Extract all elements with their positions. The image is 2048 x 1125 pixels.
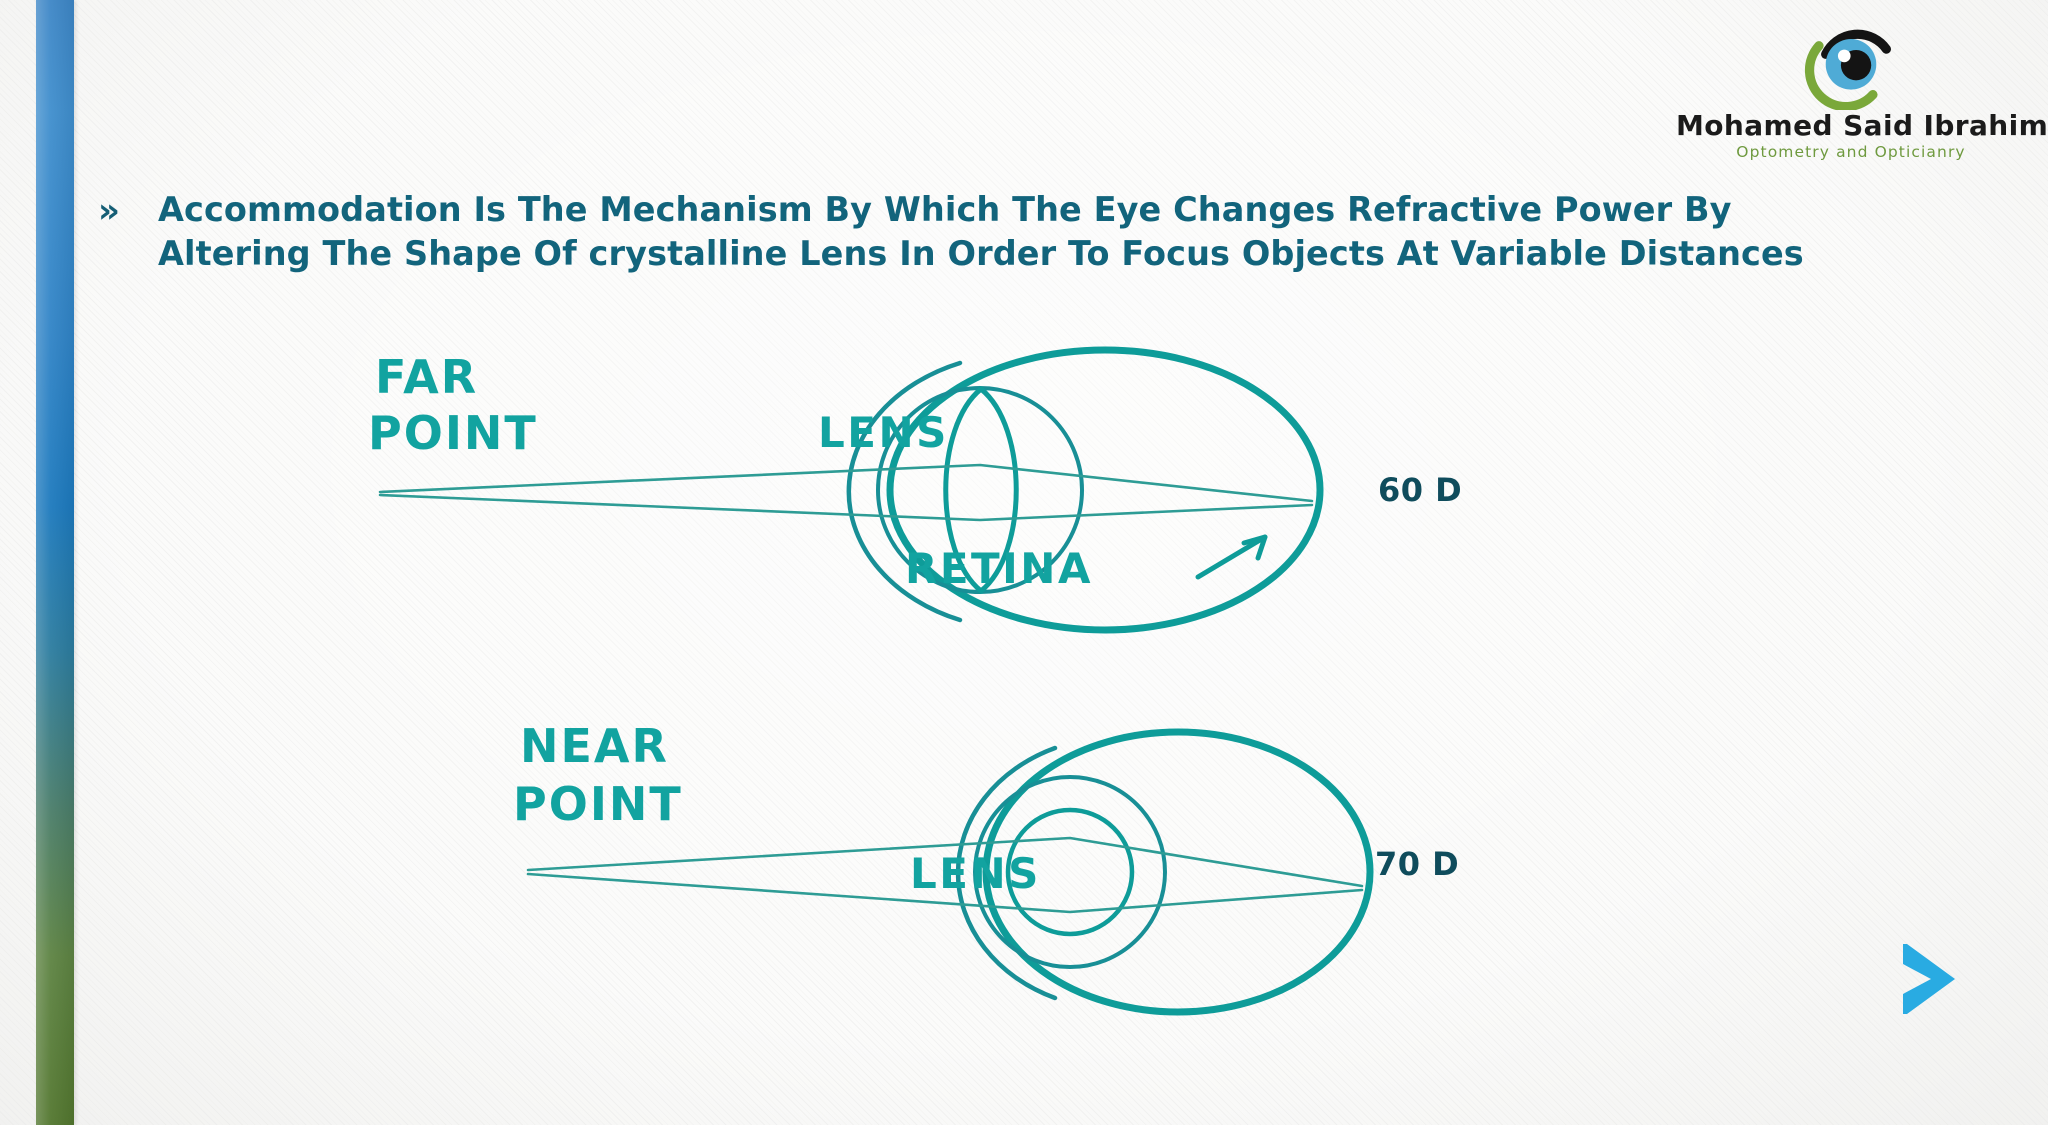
diagram-near-point: NEAR POINT LENS <box>513 719 1374 1016</box>
far-point-label-line1: FAR <box>375 350 478 404</box>
lens-label-near: LENS <box>910 849 1041 898</box>
far-point-label-line2: POINT <box>368 406 538 460</box>
light-ray-upper <box>526 836 1364 888</box>
brand-logo: Mohamed Said Ibrahim Optometry and Optic… <box>1676 22 2048 162</box>
near-point-label-line2: POINT <box>513 777 683 831</box>
near-point-label-line1: NEAR <box>520 719 669 773</box>
eyeball-outline <box>982 728 1374 1016</box>
cornea-arc <box>955 745 1058 1001</box>
lens-label-far: LENS <box>818 408 949 457</box>
eyeball-outline <box>886 346 1324 634</box>
logo-company-name: Mohamed Said Ibrahim <box>1676 109 2048 142</box>
heading-block: » Accommodation Is The Mechanism By Whic… <box>98 188 1898 275</box>
crystalline-lens-round <box>1005 807 1135 937</box>
retina-arrow-shaft <box>1195 534 1268 580</box>
retina-arrow-head <box>1241 534 1268 561</box>
page-title: Accommodation Is The Mechanism By Which … <box>157 190 1804 273</box>
power-label-60d: 60 D <box>1378 471 1463 509</box>
eye-logo-icon <box>1804 29 1892 110</box>
power-label-70d: 70 D <box>1375 845 1460 883</box>
next-slide-chevron-icon[interactable] <box>1897 940 1961 1018</box>
diagram-far-point: FAR POINT LENS RETINA <box>368 346 1324 634</box>
diagram-area: FAR POINT LENS RETINA NEAR <box>0 300 2048 1100</box>
decorative-gradient-bar <box>36 0 74 1125</box>
light-ray-lower <box>526 872 1364 914</box>
crystalline-lens-thin <box>943 386 1019 594</box>
iris-circle <box>973 775 1167 969</box>
cornea-arc <box>846 360 963 623</box>
light-ray-upper <box>378 463 1314 503</box>
bullet-chevron-icon: » <box>98 191 120 231</box>
logo-tagline: Optometry and Opticianry <box>1736 143 1966 161</box>
light-ray-lower <box>378 493 1314 522</box>
retina-label: RETINA <box>905 544 1093 593</box>
